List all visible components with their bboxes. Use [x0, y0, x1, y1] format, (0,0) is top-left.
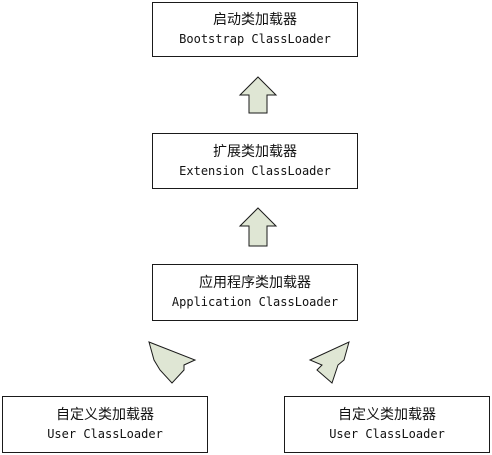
- node-title: 应用程序类加载器: [199, 275, 311, 291]
- node-subtitle: Bootstrap ClassLoader: [179, 32, 331, 46]
- node-title: 自定义类加载器: [56, 407, 154, 423]
- node-bootstrap-classloader: 启动类加载器 Bootstrap ClassLoader: [152, 2, 358, 57]
- node-subtitle: User ClassLoader: [47, 427, 163, 441]
- node-title: 扩展类加载器: [213, 143, 297, 160]
- node-subtitle: User ClassLoader: [329, 427, 445, 441]
- diagonal-arrow-icon: [308, 341, 350, 384]
- node-application-classloader: 应用程序类加载器 Application ClassLoader: [152, 264, 358, 321]
- node-title: 启动类加载器: [213, 12, 297, 28]
- up-arrow-icon: [238, 207, 278, 247]
- node-user-classloader-right: 自定义类加载器 User ClassLoader: [284, 396, 490, 453]
- up-arrow-icon: [238, 76, 278, 114]
- node-subtitle: Application ClassLoader: [171, 295, 339, 309]
- diagonal-arrow-icon: [148, 341, 197, 384]
- node-title: 自定义类加载器: [338, 407, 436, 423]
- node-extension-classloader: 扩展类加载器 Extension ClassLoader: [152, 133, 358, 189]
- node-subtitle: Extension ClassLoader: [179, 163, 331, 178]
- node-user-classloader-left: 自定义类加载器 User ClassLoader: [2, 396, 208, 453]
